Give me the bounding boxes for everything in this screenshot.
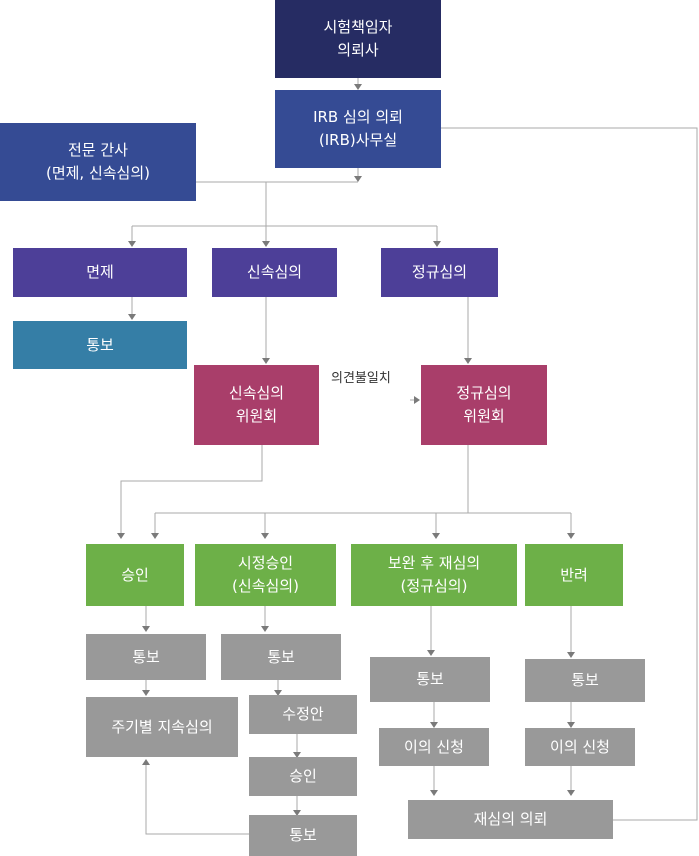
arrowhead-expedited: [262, 241, 270, 247]
arrowhead-objection2: [567, 722, 575, 728]
arrowhead-notice-exempt: [128, 314, 136, 320]
node-objection-1: 이의 신청: [379, 728, 489, 766]
arrowhead-revision: [274, 690, 282, 696]
node-revision: 수정안: [249, 695, 357, 734]
node-exempt: 면제: [13, 248, 187, 297]
node-notice-approve: 통보: [86, 634, 206, 680]
arrowhead-approve-notice: [142, 626, 150, 632]
node-approve-2: 승인: [249, 757, 357, 796]
arrowhead-supplement: [432, 533, 440, 539]
arrowhead-objection1: [430, 722, 438, 728]
node-reject: 반려: [525, 544, 623, 606]
arrowhead-supplement-notice: [427, 650, 435, 656]
node-expert-secretary: 전문 간사 (면제, 신속심의): [0, 123, 196, 201]
node-regular-committee: 정규심의 위원회: [421, 365, 547, 445]
arrowhead-rereview-a: [430, 790, 438, 796]
arrowhead-reject-notice: [567, 652, 575, 658]
node-rereview-request: 재심의 의뢰: [408, 800, 613, 839]
node-notice-conditional: 통보: [221, 634, 341, 680]
arrowhead-rereview-b: [567, 790, 575, 796]
connector-rereview-irb: [441, 127, 698, 821]
node-expedited: 신속심의: [212, 248, 337, 297]
arrowhead-regcommittee: [464, 358, 472, 364]
node-supplement-rereview: 보완 후 재심의 (정규심의): [351, 544, 517, 606]
node-irb-request: IRB 심의 의뢰 (IRB)사무실: [275, 90, 441, 168]
arrowhead-expcommittee: [262, 358, 270, 364]
arrowhead-irb: [354, 84, 362, 90]
arrowhead-conditional-notice: [261, 626, 269, 632]
node-expedited-committee: 신속심의 위원회: [194, 365, 319, 445]
node-notice-exempt: 통보: [13, 321, 187, 369]
connector-expcommittee-approve: [120, 445, 263, 533]
arrowhead-final-periodic: [142, 759, 150, 765]
node-approve: 승인: [86, 544, 184, 606]
arrowhead-periodic: [142, 690, 150, 696]
arrowhead-regular: [433, 241, 441, 247]
arrowhead-conditional: [261, 533, 269, 539]
node-notice-final: 통보: [249, 815, 357, 856]
node-conditional-approve: 시정승인 (신속심의): [195, 544, 336, 606]
node-periodic-review: 주기별 지속심의: [86, 697, 238, 757]
arrowhead-disagreement: [414, 396, 420, 404]
arrowhead-exempt: [128, 241, 136, 247]
arrowhead-approve-a: [117, 533, 125, 539]
arrowhead-approve2: [293, 752, 301, 758]
connector-final-periodic: [145, 765, 249, 835]
node-regular: 정규심의: [381, 248, 498, 297]
node-researcher: 시험책임자 의뢰사: [275, 0, 441, 78]
arrowhead-notice-final: [293, 810, 301, 816]
node-notice-supplement: 통보: [370, 657, 490, 702]
label-disagreement: 의견불일치: [331, 371, 391, 386]
node-notice-reject: 통보: [525, 659, 645, 702]
arrowhead-approve-b: [151, 533, 159, 539]
node-objection-2: 이의 신청: [525, 728, 635, 766]
arrowhead-reject: [567, 533, 575, 539]
arrowhead-junction: [354, 176, 362, 182]
